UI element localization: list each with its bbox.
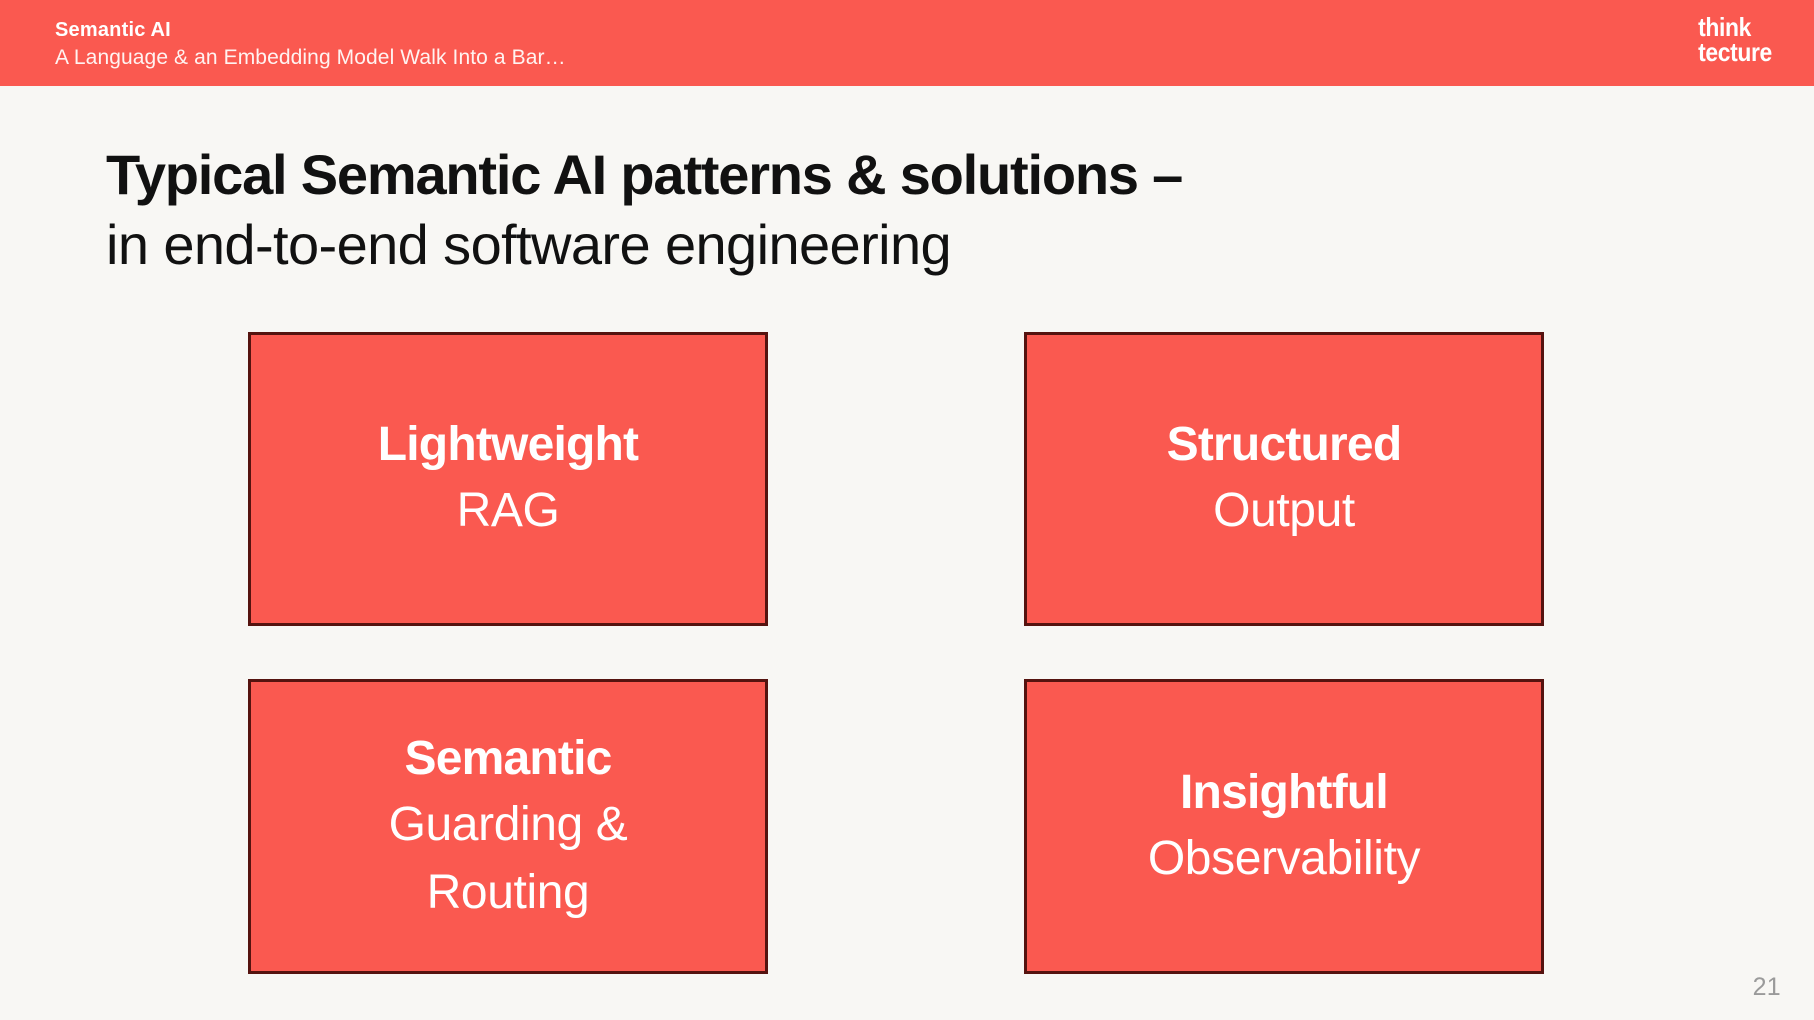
card-primary-label: Structured	[1166, 418, 1403, 471]
slide-page-number: 21	[1752, 973, 1781, 1001]
card-secondary-label: RAG	[456, 484, 560, 537]
header-text-block: Semantic AI A Language & an Embedding Mo…	[55, 17, 566, 73]
page-title: Typical Semantic AI patterns & solutions…	[106, 140, 1506, 280]
header-title: Semantic AI	[55, 19, 171, 41]
card-secondary-label: Observability	[1147, 831, 1421, 885]
header-subtitle: A Language & an Embedding Model Walk Int…	[55, 46, 566, 69]
page-title-line-2: in end-to-end software engineering	[106, 213, 952, 276]
card-insightful-observability[interactable]: Insightful Observability	[1024, 679, 1544, 974]
thinktecture-logo: think tecture	[1698, 12, 1772, 67]
card-secondary-label: Output	[1213, 484, 1355, 537]
card-primary-label: Insightful	[1180, 765, 1389, 819]
card-semantic-guarding-routing[interactable]: Semantic Guarding & Routing	[248, 679, 768, 974]
card-lightweight-rag[interactable]: Lightweight RAG	[248, 332, 768, 626]
logo-line-tecture: tecture	[1698, 37, 1772, 67]
card-structured-output[interactable]: Structured Output	[1024, 332, 1544, 626]
card-secondary-label: Guarding &	[388, 797, 628, 851]
card-secondary-label-2: Routing	[426, 865, 590, 919]
slide-header-bar: Semantic AI A Language & an Embedding Mo…	[0, 0, 1814, 86]
logo-line-think: think	[1698, 12, 1752, 42]
card-primary-label: Lightweight	[377, 418, 639, 471]
card-primary-label: Semantic	[404, 731, 612, 785]
page-title-line-1: Typical Semantic AI patterns & solutions…	[106, 143, 1183, 206]
